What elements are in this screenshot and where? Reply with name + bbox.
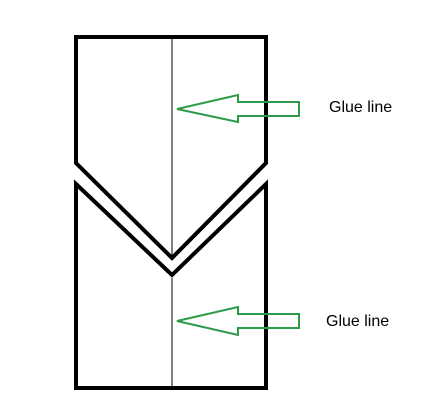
glue-line-label-bottom: Glue line: [326, 313, 390, 330]
glue-line-label-top: Glue line: [329, 99, 393, 116]
top-arrow-icon: [176, 93, 300, 124]
bottom-piece-outline: [74, 179, 268, 390]
top-piece-outline: [74, 35, 268, 261]
bottom-arrow-icon: [176, 305, 300, 337]
